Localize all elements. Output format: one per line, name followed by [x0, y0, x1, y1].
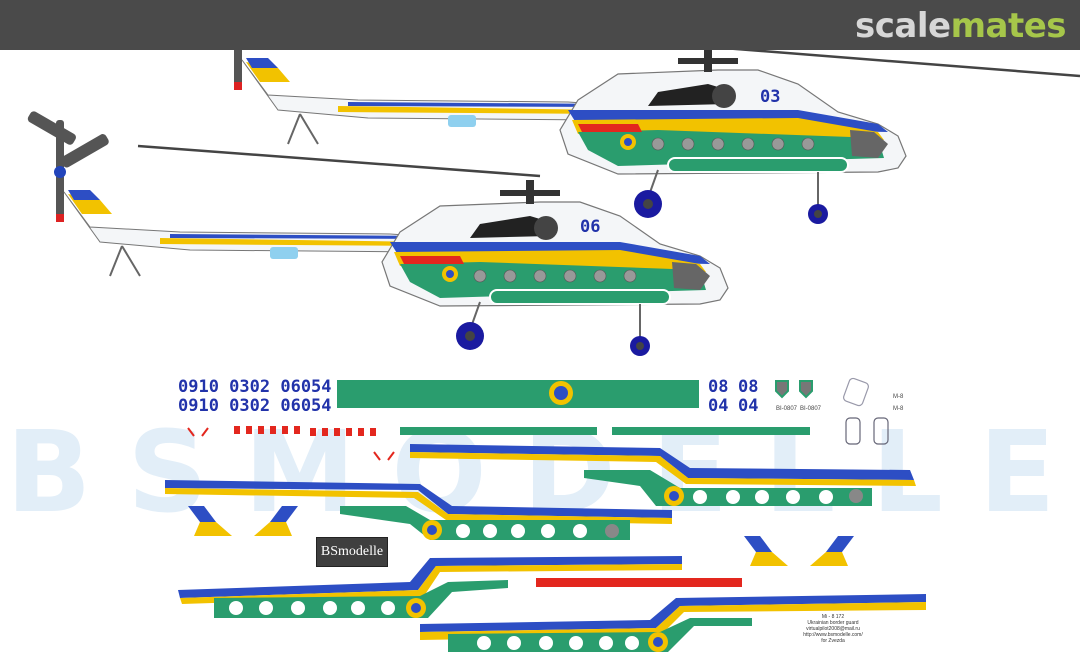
tail-flag-decals — [188, 506, 854, 566]
number-04-a: 04 — [708, 396, 728, 416]
email: virtualpilot2008@mail.ru — [806, 626, 860, 632]
website: http://www.bsmodelle.com/ — [803, 632, 863, 638]
number-04-b: 04 — [738, 396, 758, 416]
number-08-b: 08 — [738, 377, 758, 397]
svg-text:M-8: M-8 — [893, 406, 904, 412]
number-row-2: 0910 0302 06054 — [178, 396, 332, 416]
subtitle: Ukrainian border guard — [807, 620, 859, 626]
rotor-blade-bottom — [137, 144, 541, 178]
scalemates-logo[interactable]: scalemates — [855, 6, 1066, 46]
helicopter-bottom: 06 — [25, 108, 730, 357]
header-bar: scalemates — [0, 0, 1080, 50]
tail-number-bottom: 06 — [580, 217, 600, 237]
number-08-a: 08 — [708, 377, 728, 397]
helicopter-top: 03 — [203, 0, 908, 226]
bsmodelle-label: BSmodelle — [316, 537, 388, 567]
sheet-credits: Mi - 8 172 Ukrainian border guard virtua… — [778, 614, 888, 644]
svg-text:BI-0807: BI-0807 — [776, 406, 798, 412]
decal-numbers-left: 0910 0302 06054 0910 0302 06054 — [178, 377, 332, 416]
kit-note: for Zvezda — [821, 638, 845, 644]
decal-numbers-right: 08 08 04 04 — [708, 377, 758, 416]
cheatline-decals — [165, 444, 926, 652]
green-band-decal — [337, 380, 699, 408]
svg-text:M-8: M-8 — [893, 394, 904, 400]
number-row-1: 0910 0302 06054 — [178, 377, 332, 397]
tail-number-top: 03 — [760, 87, 780, 107]
svg-text:BI-0807: BI-0807 — [800, 406, 822, 412]
product-code: Mi - 8 172 — [821, 614, 845, 620]
red-dash-decals — [234, 426, 376, 436]
